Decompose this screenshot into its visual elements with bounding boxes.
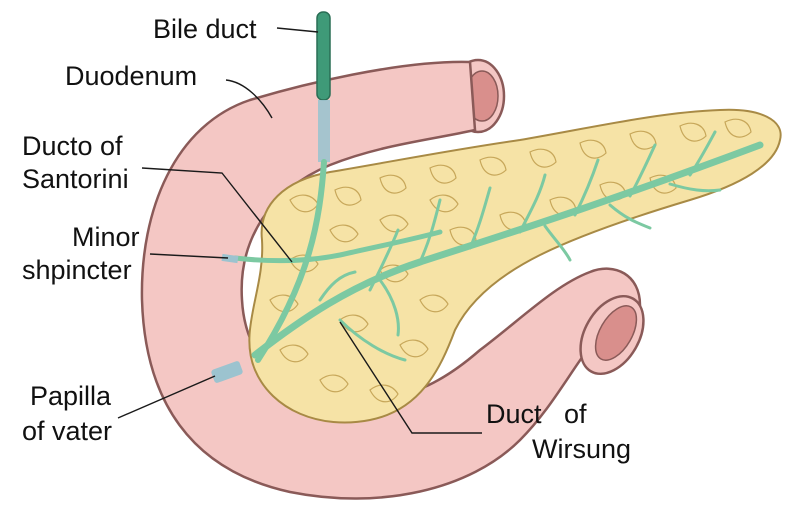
bile-duct [317,12,330,162]
label-papilla-line1: Papilla [30,381,112,411]
label-wirsung-line1: Duct of [486,399,587,429]
label-duodenum: Duodenum [65,61,197,91]
label-minor-line2: shpincter [22,255,132,285]
bile-duct-external [317,12,330,100]
label-bile-duct: Bile duct [153,14,257,44]
label-wirsung-line2: Wirsung [532,434,631,464]
label-santorini-line1: Ducto of [22,131,123,161]
leader-bile-duct [277,28,318,32]
label-santorini-line2: Santorini [22,164,129,194]
bile-duct-intramural [318,100,330,162]
label-minor-line1: Minor [72,222,140,252]
label-papilla-line2: of vater [22,416,112,446]
